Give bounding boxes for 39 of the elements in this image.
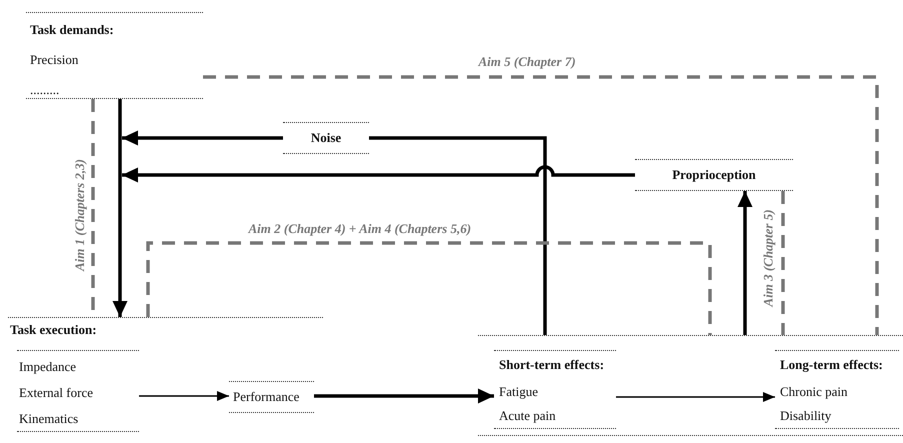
arrow: [122, 165, 635, 182]
dotted-text-box: [283, 122, 369, 154]
dotted-text-box: [229, 381, 314, 413]
edge-label: Aim 3 (Chapter 5): [760, 209, 776, 307]
edge-label: Aim 5 (Chapter 7): [478, 54, 576, 70]
dotted-text-box: [775, 350, 899, 429]
dotted-text-box: [26, 12, 203, 99]
box-heading: Task demands:: [30, 22, 114, 38]
arrow: [616, 392, 775, 402]
box-text: Impedance: [19, 359, 76, 375]
dotted-text-box: [635, 159, 793, 191]
edge-label: Aim 1 (Chapters 2,3): [72, 159, 88, 271]
box-heading: Short-term effects:: [499, 357, 604, 373]
box-text: Kinematics: [19, 411, 78, 427]
box-heading: Long-term effects:: [780, 357, 883, 373]
box-heading: Task execution:: [10, 322, 97, 338]
box-text: Fatigue: [499, 384, 538, 400]
box-text: External force: [19, 385, 93, 401]
arrow: [112, 99, 128, 317]
dotted-text-box: [494, 350, 616, 429]
box-heading: Proprioception: [671, 167, 757, 183]
edge-label: Aim 2 (Chapter 4) + Aim 4 (Chapters 5,6): [248, 221, 472, 237]
arrow: [122, 130, 283, 146]
dashed-connector: [146, 241, 712, 335]
arrow: [139, 391, 229, 401]
arrow: [314, 388, 494, 404]
box-text: Performance: [233, 389, 300, 405]
dotted-band: [478, 335, 903, 436]
box-heading: Noise: [310, 130, 342, 146]
box-text: Acute pain: [499, 408, 556, 424]
arrow: [738, 191, 752, 335]
box-text: Chronic pain: [780, 384, 848, 400]
box-text: .........: [30, 82, 60, 98]
box-text: Precision: [30, 52, 78, 68]
connector-line: [369, 136, 547, 335]
dashed-connector: [203, 75, 879, 335]
box-text: Disability: [780, 408, 832, 424]
dotted-text-box: [17, 350, 139, 432]
dashed-connector: [781, 191, 785, 335]
